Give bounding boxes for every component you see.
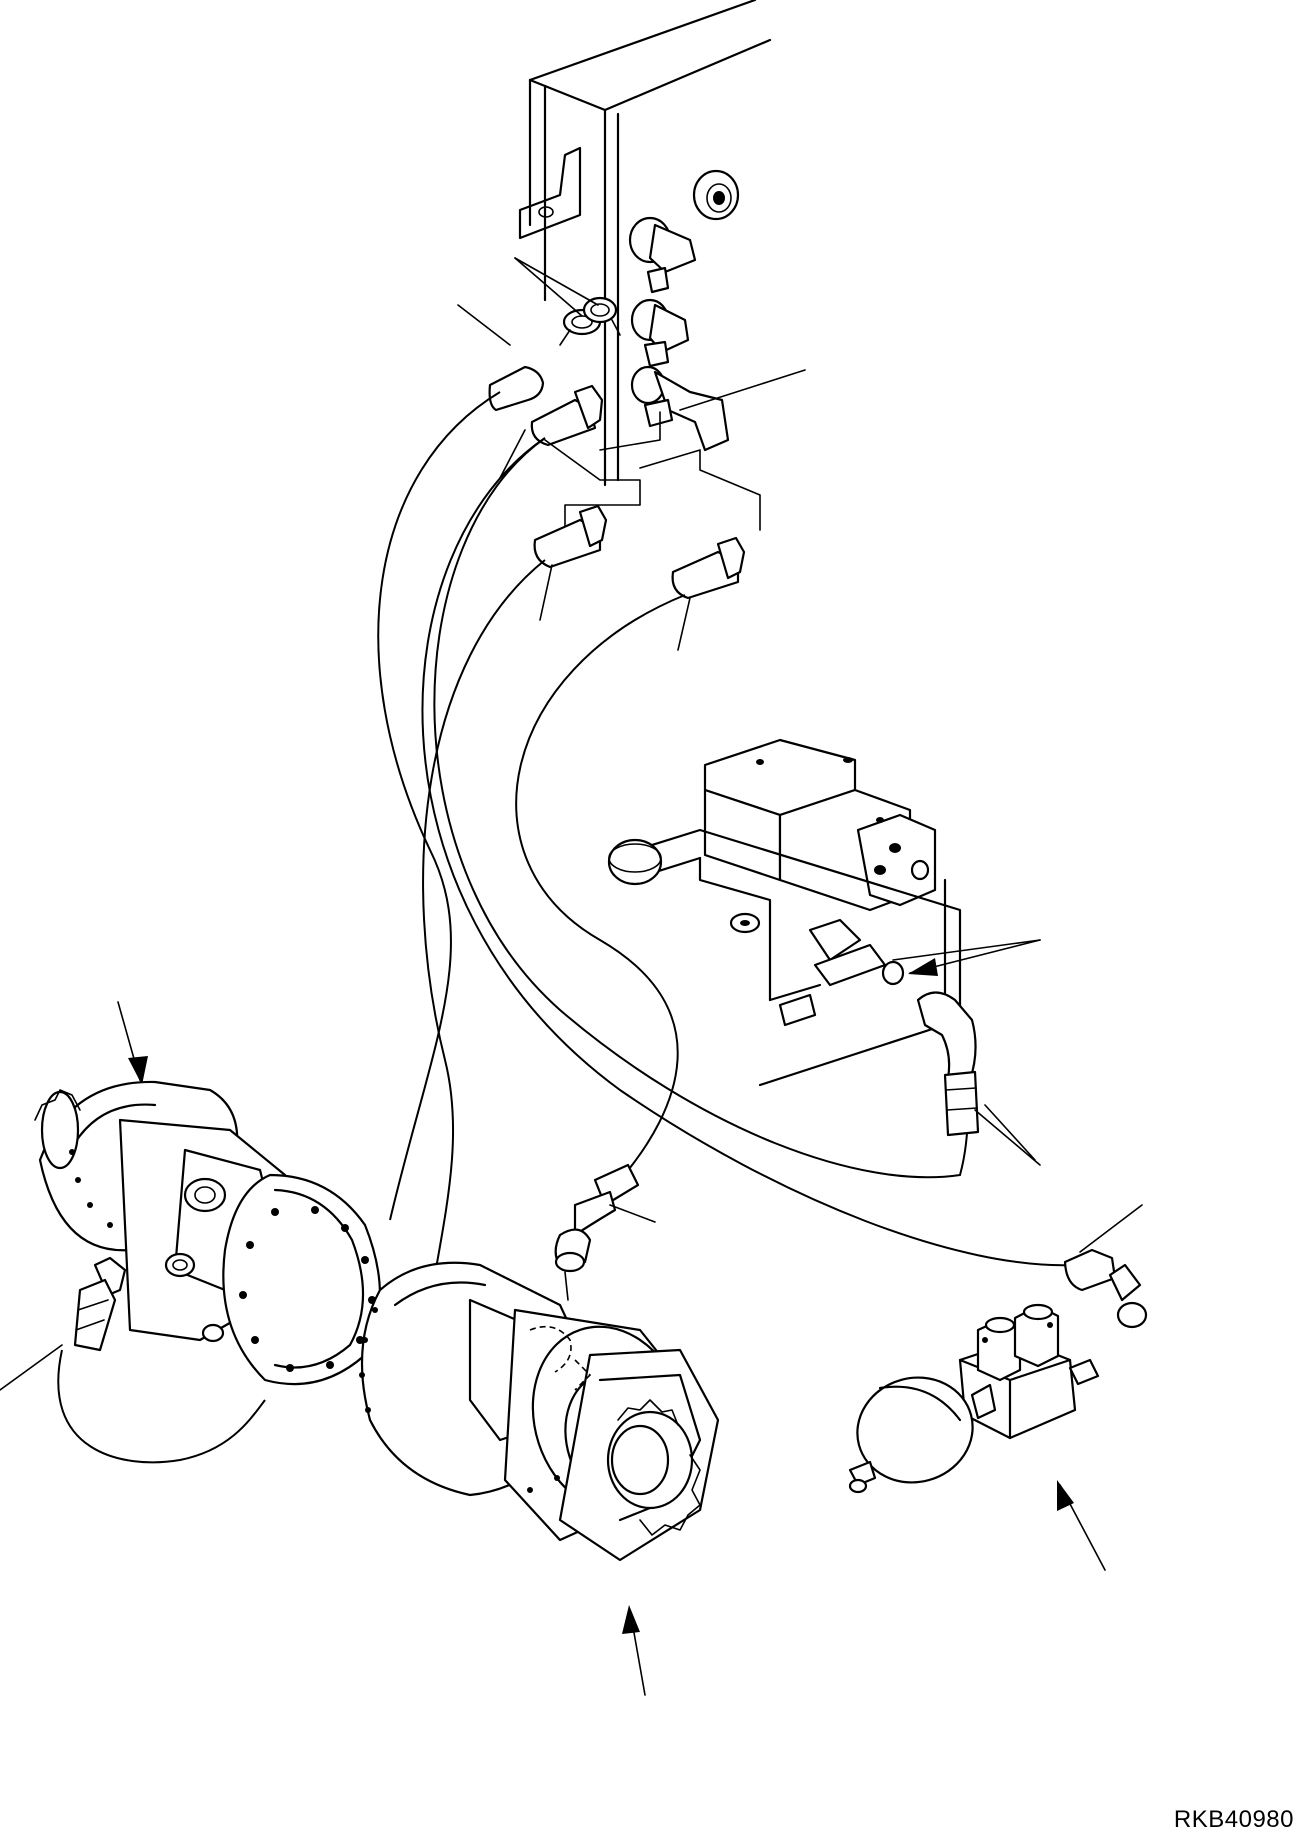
leader-hose-right [984, 1104, 1036, 1161]
elbow-fitting-upper [628, 216, 697, 294]
control-valve [607, 738, 1041, 1087]
arrow-accumulator [1057, 1480, 1106, 1571]
hose-clamps [514, 257, 621, 346]
arrow-center-motor [622, 1605, 646, 1696]
connection-lines [544, 369, 806, 541]
travel-motor-left [34, 1001, 382, 1386]
hose-sleeve-top [457, 304, 545, 412]
center-motor-elbow-fitting [554, 1163, 656, 1301]
hose-fitting-mid-b [671, 536, 746, 651]
elbow-fitting-middle [630, 298, 690, 368]
double-elbow-fitting [630, 365, 730, 452]
hoses [57, 391, 1076, 1464]
hose-fitting-tank-a [499, 384, 604, 479]
travel-motor-center [359, 1261, 720, 1562]
hose-fitting-mid-a [533, 504, 608, 621]
arrow-valve-port [908, 939, 1041, 976]
accumulator-solenoid-valve [848, 1204, 1148, 1494]
valve-elbow-hose-fitting [916, 991, 1041, 1166]
left-motor-hose-fitting [0, 1256, 127, 1391]
figure-reference-code: RKB40980 [1173, 1806, 1294, 1833]
